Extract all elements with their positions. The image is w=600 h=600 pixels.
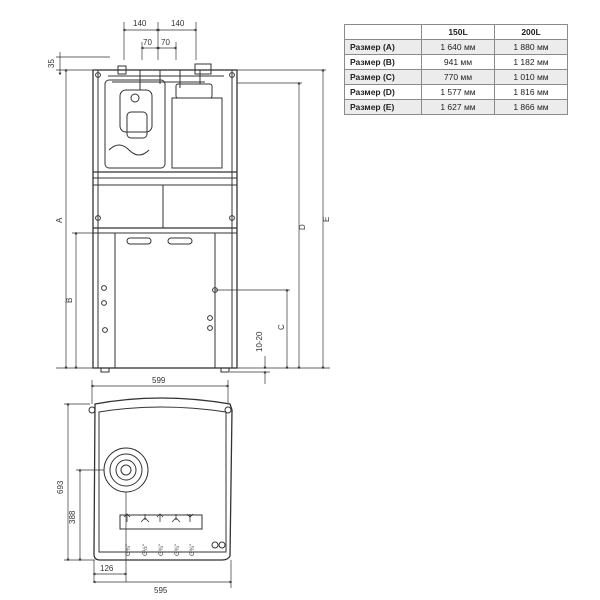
flue-connection <box>103 447 149 493</box>
value-200l: 1 880 мм <box>494 39 568 55</box>
column-header-150l: 150L <box>421 24 495 40</box>
dim-599: 599 <box>152 376 166 385</box>
connection-labels: G¾" G½" G¾" G¾" G¾" <box>126 544 196 556</box>
dim-a: A <box>55 217 64 223</box>
dim-595: 595 <box>154 586 168 595</box>
dim-70-left: 70 <box>143 38 152 47</box>
plan-dimension-labels: 599 693 388 126 595 <box>56 376 168 595</box>
dim-693: 693 <box>56 480 65 494</box>
row-label: Размер (D) <box>344 84 422 100</box>
dim-10-20: 10-20 <box>255 331 264 352</box>
plan-outline <box>93 397 233 561</box>
table-row: Размер (C) 770 мм 1 010 мм <box>344 69 568 85</box>
value-200l: 1 010 мм <box>494 69 568 85</box>
dim-70-right: 70 <box>161 38 170 47</box>
value-200l: 1 182 мм <box>494 54 568 70</box>
dim-35: 35 <box>47 59 56 68</box>
connection-label-3: G¾" <box>159 544 165 556</box>
dim-c: C <box>277 324 286 330</box>
front-dimensions <box>56 22 330 384</box>
dim-388: 388 <box>68 510 77 524</box>
front-view <box>92 63 238 373</box>
dim-140-left: 140 <box>133 19 147 28</box>
dim-b: B <box>65 298 74 303</box>
connection-symbols <box>123 513 194 523</box>
row-label: Размер (A) <box>344 39 422 55</box>
value-150l: 941 мм <box>421 54 495 70</box>
boiler-module <box>104 79 166 169</box>
dim-d: D <box>298 224 307 230</box>
table-row: Размер (B) 941 мм 1 182 мм <box>344 54 568 70</box>
connection-label-4: G¾" <box>175 544 181 556</box>
value-150l: 1 640 мм <box>421 39 495 55</box>
dim-140-right: 140 <box>171 19 185 28</box>
value-200l: 1 816 мм <box>494 84 568 100</box>
dim-e: E <box>322 217 331 222</box>
connection-label-1: G¾" <box>126 544 132 556</box>
value-150l: 770 мм <box>421 69 495 85</box>
connection-label-2: G½" <box>142 544 149 556</box>
value-150l: 1 577 мм <box>421 84 495 100</box>
value-150l: 1 627 мм <box>421 99 495 115</box>
table-corner <box>344 24 422 40</box>
table-row: Размер (A) 1 640 мм 1 880 мм <box>344 39 568 55</box>
table-row: Размер (D) 1 577 мм 1 816 мм <box>344 84 568 100</box>
row-label: Размер (C) <box>344 69 422 85</box>
hydraulic-module <box>171 97 223 169</box>
value-200l: 1 866 мм <box>494 99 568 115</box>
plan-dimensions <box>64 380 233 588</box>
front-dimension-labels: 140 140 70 70 35 A B C D E 10-20 <box>47 19 331 352</box>
column-header-200l: 200L <box>494 24 568 40</box>
plan-view <box>88 397 233 561</box>
unit-casing <box>92 69 238 369</box>
row-label: Размер (E) <box>344 99 422 115</box>
row-label: Размер (B) <box>344 54 422 70</box>
dimensions-table: 150L 200L Размер (A) 1 640 мм 1 880 мм Р… <box>344 24 568 115</box>
connection-label-5: G¾" <box>190 544 196 556</box>
table-row: Размер (E) 1 627 мм 1 866 мм <box>344 99 568 115</box>
table-header-row: 150L 200L <box>344 24 568 40</box>
dim-126: 126 <box>100 564 114 573</box>
